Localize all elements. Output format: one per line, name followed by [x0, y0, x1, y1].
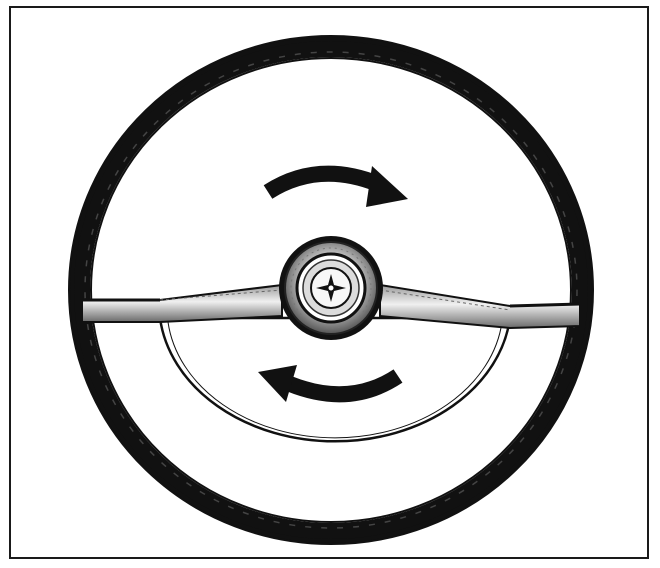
clockwise-arrow-icon [268, 166, 408, 207]
center-hub [279, 236, 383, 340]
